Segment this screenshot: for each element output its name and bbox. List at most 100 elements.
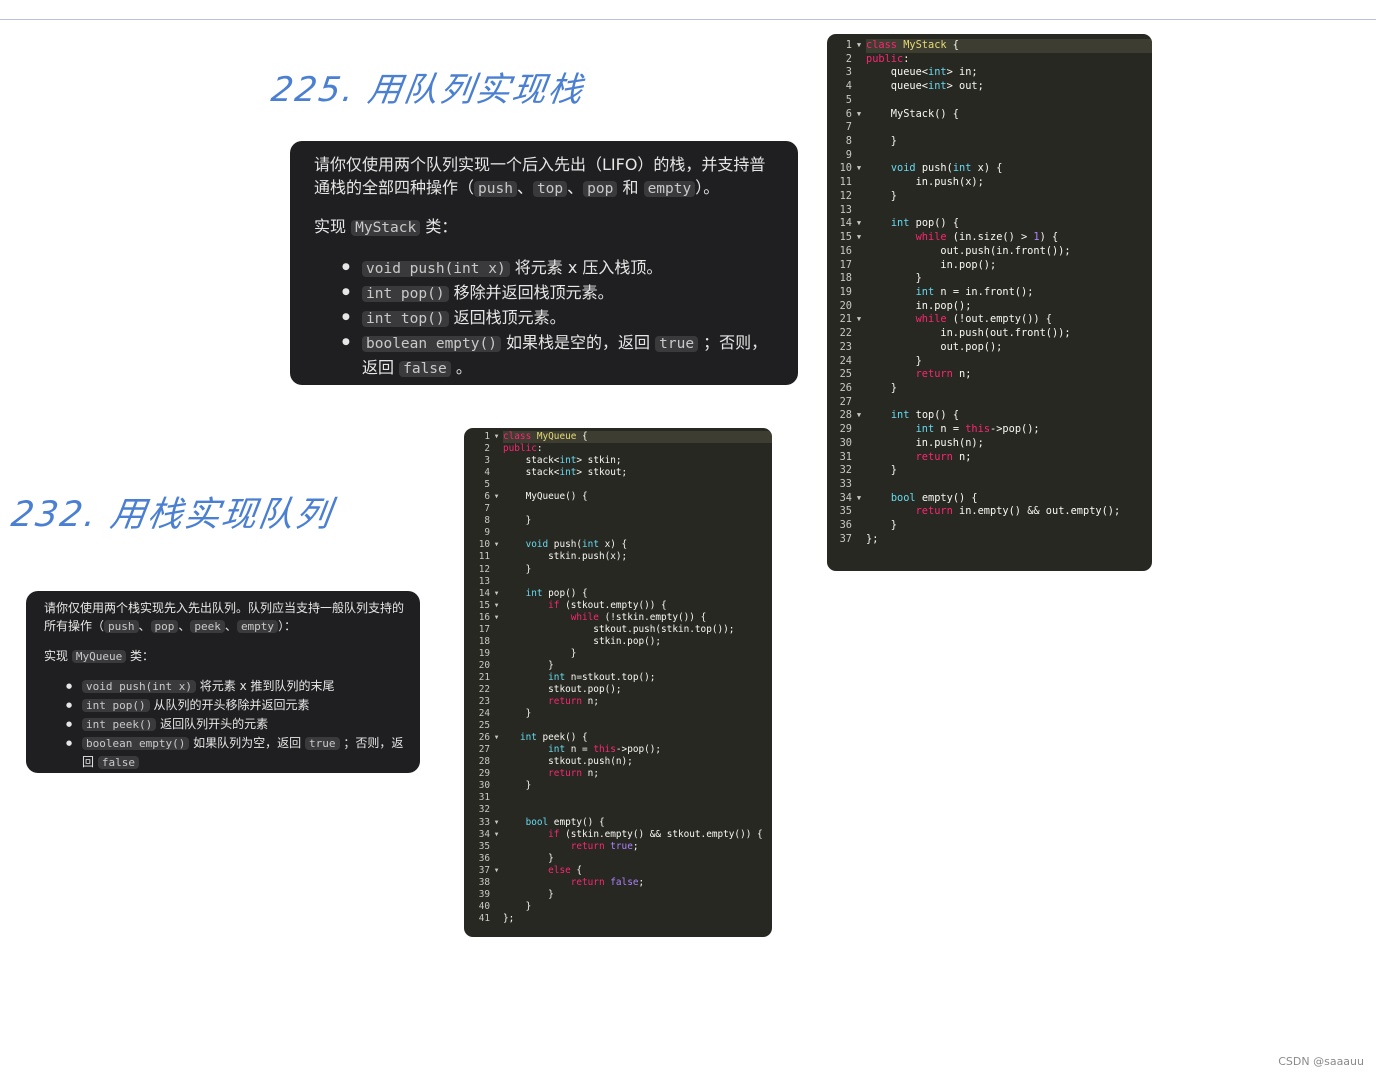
code-line[interactable]: 11 in.push(x); bbox=[827, 176, 1152, 190]
fold-arrow-icon[interactable]: ▼ bbox=[494, 601, 499, 609]
code-line[interactable]: 23 out.pop(); bbox=[827, 341, 1152, 355]
code-line[interactable]: 37▼ else { bbox=[464, 865, 772, 877]
code-line[interactable]: 26 } bbox=[827, 382, 1152, 396]
code-line[interactable]: 34▼ if (stkin.empty() && stkout.empty())… bbox=[464, 829, 772, 841]
code-line[interactable]: 20 in.pop(); bbox=[827, 300, 1152, 314]
fold-arrow-icon[interactable]: ▼ bbox=[494, 433, 499, 440]
code-line[interactable]: 9 bbox=[464, 527, 772, 539]
code-line[interactable]: 27 int n = this->pop(); bbox=[464, 744, 772, 756]
code-line[interactable]: 30 } bbox=[464, 780, 772, 792]
fold-arrow-icon[interactable]: ▼ bbox=[494, 818, 499, 826]
fold-arrow-icon[interactable]: ▼ bbox=[856, 493, 862, 502]
code-line[interactable]: 35 return true; bbox=[464, 841, 772, 853]
code-line[interactable]: 5 bbox=[827, 94, 1152, 108]
code-line[interactable]: 3 stack<int> stkin; bbox=[464, 455, 772, 467]
fold-arrow-icon[interactable]: ▼ bbox=[494, 493, 499, 501]
code-line[interactable]: 18 } bbox=[827, 272, 1152, 286]
code-line[interactable]: 23 return n; bbox=[464, 696, 772, 708]
code-line[interactable]: 34▼ bool empty() { bbox=[827, 492, 1152, 506]
code-line[interactable]: 17 in.pop(); bbox=[827, 259, 1152, 273]
code-line[interactable]: 40 } bbox=[464, 901, 772, 913]
code-line[interactable]: 33 bbox=[827, 478, 1152, 492]
code-line[interactable]: 3 queue<int> in; bbox=[827, 66, 1152, 80]
code-line[interactable]: 12 } bbox=[827, 190, 1152, 204]
code-line[interactable]: 27 bbox=[827, 396, 1152, 410]
code-line[interactable]: 32 } bbox=[827, 464, 1152, 478]
code-line[interactable]: 11 stkin.push(x); bbox=[464, 551, 772, 563]
code-line[interactable]: 14▼ int pop() { bbox=[464, 588, 772, 600]
code-line[interactable]: 10▼ void push(int x) { bbox=[464, 539, 772, 551]
code-line[interactable]: 24 } bbox=[464, 708, 772, 720]
code-line[interactable]: 29 return n; bbox=[464, 768, 772, 780]
code-line[interactable]: 10▼ void push(int x) { bbox=[827, 162, 1152, 176]
code-line[interactable]: 39 } bbox=[464, 889, 772, 901]
code-line[interactable]: 5 bbox=[464, 479, 772, 491]
code-line[interactable]: 15▼ if (stkout.empty()) { bbox=[464, 600, 772, 612]
code-line[interactable]: 31 return n; bbox=[827, 451, 1152, 465]
code-line[interactable]: 24 } bbox=[827, 355, 1152, 369]
code-line[interactable]: 38 return false; bbox=[464, 877, 772, 889]
code-line[interactable]: 16 out.push(in.front()); bbox=[827, 245, 1152, 259]
code-line[interactable]: 9 bbox=[827, 149, 1152, 163]
code-line[interactable]: 15▼ while (in.size() > 1) { bbox=[827, 231, 1152, 245]
fold-arrow-icon[interactable]: ▼ bbox=[494, 613, 499, 621]
code-line[interactable]: 36 } bbox=[827, 519, 1152, 533]
code-line[interactable]: 28 stkout.push(n); bbox=[464, 756, 772, 768]
fold-arrow-icon[interactable]: ▼ bbox=[856, 109, 862, 118]
fold-arrow-icon[interactable]: ▼ bbox=[494, 866, 499, 874]
fold-arrow-icon[interactable]: ▼ bbox=[494, 589, 499, 597]
code-line[interactable]: 7 bbox=[464, 503, 772, 515]
code-line[interactable]: 37}; bbox=[827, 533, 1152, 547]
code-line[interactable]: 7 bbox=[827, 121, 1152, 135]
code-line[interactable]: 19 int n = in.front(); bbox=[827, 286, 1152, 300]
code-line[interactable]: 4 queue<int> out; bbox=[827, 80, 1152, 94]
code-line[interactable]: 22 in.push(out.front()); bbox=[827, 327, 1152, 341]
fold-arrow-icon[interactable]: ▼ bbox=[494, 830, 499, 838]
code-line[interactable]: 29 int n = this->pop(); bbox=[827, 423, 1152, 437]
code-line[interactable]: 21 int n=stkout.top(); bbox=[464, 672, 772, 684]
fold-arrow-icon[interactable]: ▼ bbox=[856, 411, 862, 420]
code-line[interactable]: 8 } bbox=[827, 135, 1152, 149]
code-line[interactable]: 1▼class MyQueue { bbox=[464, 431, 772, 444]
code-line[interactable]: 36 } bbox=[464, 853, 772, 865]
code-line[interactable]: 22 stkout.pop(); bbox=[464, 684, 772, 696]
code-line[interactable]: 33▼ bool empty() { bbox=[464, 817, 772, 829]
code-line[interactable]: 32 bbox=[464, 804, 772, 816]
code-line[interactable]: 41}; bbox=[464, 913, 772, 925]
code-line[interactable]: 26▼ int peek() { bbox=[464, 732, 772, 744]
code-line[interactable]: 18 stkin.pop(); bbox=[464, 636, 772, 648]
fold-arrow-icon[interactable]: ▼ bbox=[494, 734, 499, 742]
code-line[interactable]: 12 } bbox=[464, 564, 772, 576]
fold-arrow-icon[interactable]: ▼ bbox=[856, 233, 862, 242]
code-line[interactable]: 25 return n; bbox=[827, 368, 1152, 382]
fold-arrow-icon[interactable]: ▼ bbox=[494, 541, 499, 549]
code-line[interactable]: 14▼ int pop() { bbox=[827, 217, 1152, 231]
fold-arrow-icon[interactable]: ▼ bbox=[856, 164, 862, 173]
fold-arrow-icon[interactable]: ▼ bbox=[856, 315, 862, 324]
code-line[interactable]: 21▼ while (!out.empty()) { bbox=[827, 313, 1152, 327]
code-line[interactable]: 35 return in.empty() && out.empty(); bbox=[827, 505, 1152, 519]
code-line[interactable]: 30 in.push(n); bbox=[827, 437, 1152, 451]
code-line[interactable]: 16▼ while (!stkin.empty()) { bbox=[464, 612, 772, 624]
code-line[interactable]: 31 bbox=[464, 792, 772, 804]
code-line[interactable]: 17 stkout.push(stkin.top()); bbox=[464, 624, 772, 636]
code-line[interactable]: 8 } bbox=[464, 515, 772, 527]
code-line[interactable]: 4 stack<int> stkout; bbox=[464, 467, 772, 479]
code-line[interactable]: 1▼class MyStack { bbox=[827, 39, 1152, 53]
fold-arrow-icon[interactable]: ▼ bbox=[856, 41, 862, 49]
code-line[interactable]: 25 bbox=[464, 720, 772, 732]
fold-arrow-icon[interactable]: ▼ bbox=[856, 219, 862, 228]
code-line[interactable]: 13 bbox=[827, 204, 1152, 218]
code-line[interactable]: 19 } bbox=[464, 648, 772, 660]
code-line[interactable]: 6▼ MyStack() { bbox=[827, 108, 1152, 122]
code-line[interactable]: 28▼ int top() { bbox=[827, 409, 1152, 423]
code-line[interactable]: 20 } bbox=[464, 660, 772, 672]
code-line[interactable]: 6▼ MyQueue() { bbox=[464, 491, 772, 503]
code-line[interactable]: 13 bbox=[464, 576, 772, 588]
